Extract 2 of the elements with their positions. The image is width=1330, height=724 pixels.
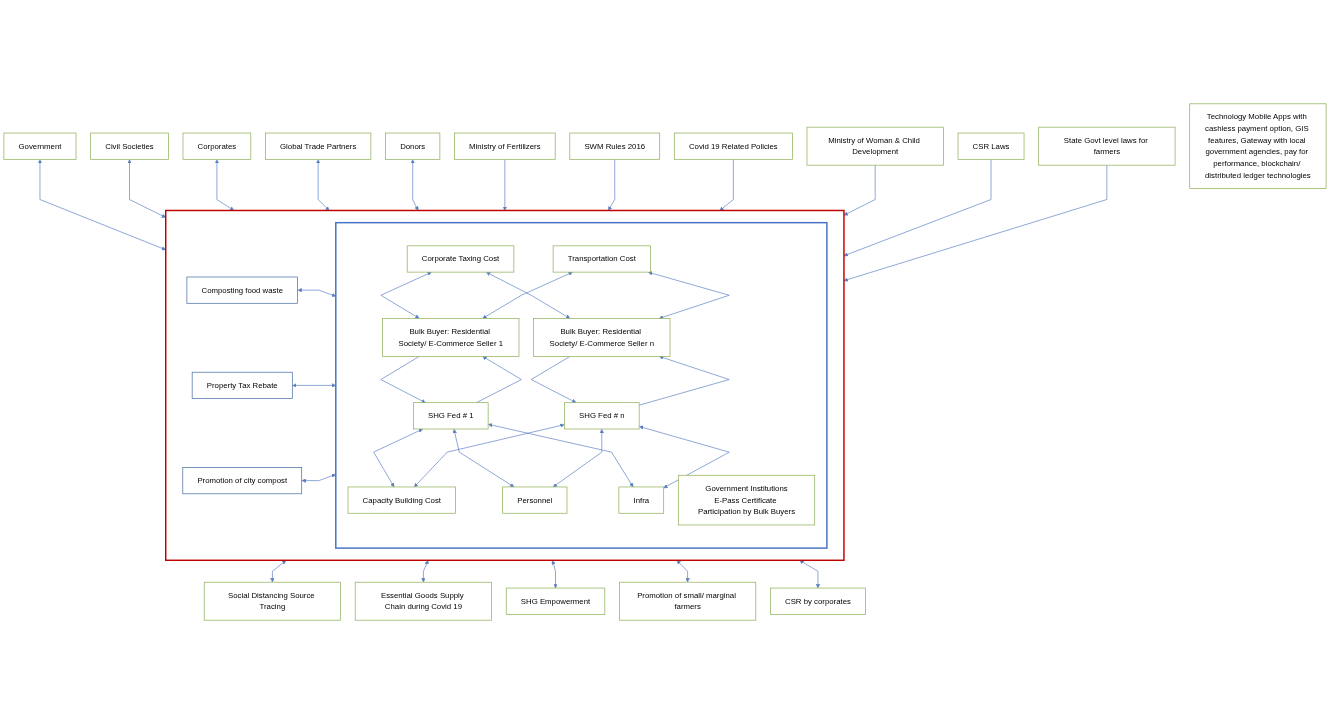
cluster [335, 221, 828, 549]
cluster [165, 209, 845, 561]
